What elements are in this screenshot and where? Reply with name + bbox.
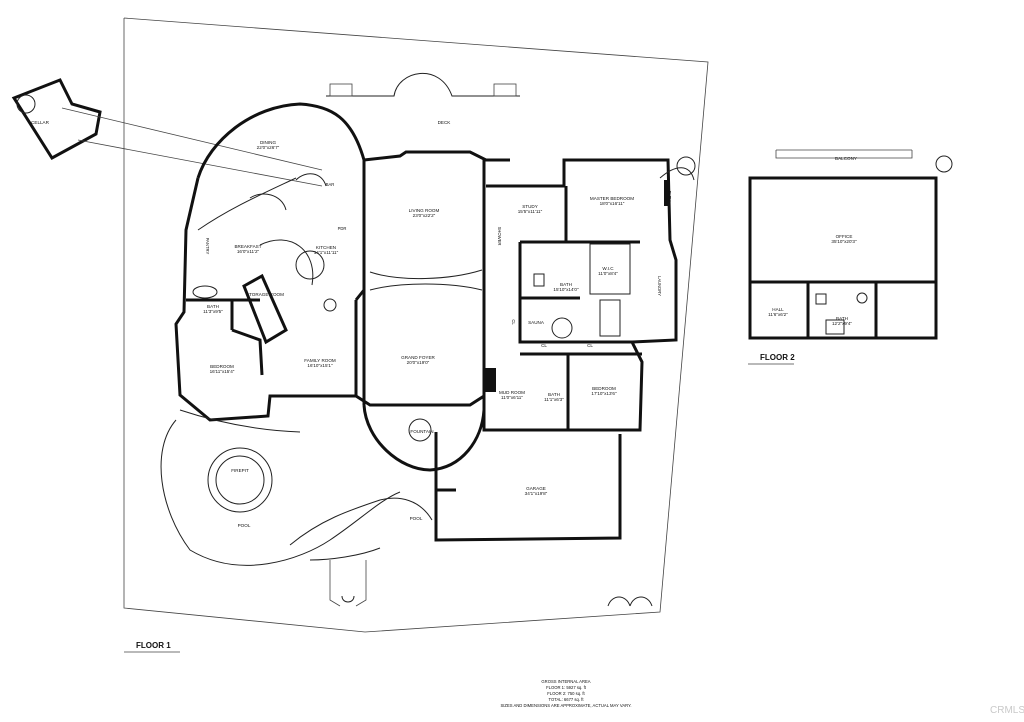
firepit-outer bbox=[207, 447, 273, 513]
room-label-bedroom2: BEDROOM bbox=[592, 386, 616, 391]
room-label-deck: DECK bbox=[438, 120, 452, 125]
svg-text:FLOOR 1: 5927 sq. ft: FLOOR 1: 5927 sq. ft bbox=[546, 685, 587, 690]
room-label-study: STUDY bbox=[522, 204, 538, 209]
room-label-breakfast: BREAKFAST bbox=[234, 244, 261, 249]
room-label-foyer: GRAND FOYER bbox=[401, 355, 435, 360]
svg-text:GROSS INTERNAL AREA: GROSS INTERNAL AREA bbox=[541, 679, 590, 684]
gross-area-note: GROSS INTERNAL AREA FLOOR 1: 5927 sq. ft… bbox=[500, 679, 631, 708]
room-label-storage: STORAGE ROOM bbox=[246, 292, 284, 297]
room-label-living: LIVING ROOM bbox=[409, 208, 440, 213]
dining-inner-arc bbox=[197, 177, 297, 231]
room-label-kitchen: KITCHEN bbox=[316, 245, 336, 250]
room-label-office: OFFICE bbox=[836, 234, 853, 239]
garage-wall bbox=[434, 432, 622, 542]
small-label: PANTRY bbox=[205, 238, 210, 255]
small-label: CL bbox=[511, 319, 516, 325]
cellar-outline bbox=[11, 78, 323, 187]
floor2-title: FLOOR 2 bbox=[760, 353, 795, 362]
deck bbox=[326, 72, 520, 97]
room-label-bath: BATH bbox=[836, 316, 848, 321]
room-label-bath1: BATH bbox=[207, 304, 219, 309]
pool-area bbox=[160, 419, 401, 566]
room-dim-bath1: 11'3"x9'5" bbox=[203, 309, 223, 314]
room-dim-bath: 12'2"x9'4" bbox=[832, 321, 852, 326]
room-dim-dining: 22'0"x26'7" bbox=[257, 145, 280, 150]
room-label-firepit: FIREPIT bbox=[231, 468, 249, 473]
floor1-title: FLOOR 1 bbox=[136, 641, 171, 650]
lower-pool bbox=[289, 497, 433, 546]
room-label-bath2: BATH bbox=[560, 282, 572, 287]
svg-text:SIZES AND DIMENSIONS ARE APPRO: SIZES AND DIMENSIONS ARE APPROXIMATE, AC… bbox=[500, 703, 631, 708]
room-dim-mud: 11'0"x6'11" bbox=[501, 395, 523, 400]
room-label-cl1: CL bbox=[541, 343, 547, 348]
room-dim-bath2: 15'10"x14'0" bbox=[553, 287, 579, 292]
front-gate bbox=[607, 596, 653, 607]
room-dim-master: 18'0"x16'11" bbox=[600, 201, 625, 206]
room-label-cl2: CL bbox=[587, 343, 593, 348]
spiral-stair-master bbox=[676, 156, 696, 176]
fountain-court bbox=[362, 404, 486, 472]
room-dim-office: 35'10"x20'3" bbox=[831, 239, 857, 244]
room-label-bath3: BATH bbox=[548, 392, 560, 397]
central-wall bbox=[354, 160, 366, 301]
dining-wall bbox=[196, 102, 366, 179]
room-label-sauna: SAUNA bbox=[528, 320, 545, 325]
firepit-inner bbox=[215, 455, 265, 505]
room-label-bedroom1: BEDROOM bbox=[210, 364, 234, 369]
room-label-garage: GARAGE bbox=[526, 486, 546, 491]
room-label-pool2: POOL bbox=[410, 516, 423, 521]
room-dim-bedroom2: 17'10"x13'6" bbox=[591, 391, 617, 396]
room-label-hall: HALL bbox=[772, 307, 784, 312]
west-wing-wall bbox=[174, 177, 358, 422]
room-dim-kitchen: 14'1"x11'11" bbox=[314, 250, 339, 255]
room-dim-hall: 11'6"x6'2" bbox=[768, 312, 788, 317]
room-dim-wic: 11'0"x8'4" bbox=[598, 271, 618, 276]
room-dim-living: 23'0"x22'2" bbox=[413, 213, 436, 218]
room-dim-bedroom1: 16'11"x15'4" bbox=[210, 369, 235, 374]
small-label: PDR bbox=[338, 226, 347, 231]
small-label: BAR bbox=[326, 182, 335, 187]
room-label-family: FAMILY ROOM bbox=[304, 358, 336, 363]
room-label-pool: POOL bbox=[238, 523, 251, 528]
storage-room bbox=[242, 273, 288, 345]
floor2-plan bbox=[748, 149, 953, 340]
small-label: LAUNDRY bbox=[657, 276, 662, 296]
small-label: SHOWER bbox=[497, 227, 502, 246]
room-dim-study: 15'5"x11'11" bbox=[518, 209, 543, 214]
study-master-wall bbox=[486, 158, 678, 344]
room-label-fountain: FOUNTAIN bbox=[410, 429, 433, 434]
room-label-cellar: CELLAR bbox=[31, 120, 50, 125]
room-dim-bath3: 11'1"x6'3" bbox=[544, 397, 564, 402]
small-label: ELEV bbox=[667, 191, 672, 202]
room-dim-foyer: 20'0"x19'0" bbox=[407, 360, 430, 365]
room-dim-garage: 34'1"x19'8" bbox=[525, 491, 548, 496]
room-dim-breakfast: 16'0"x11'2" bbox=[237, 249, 260, 254]
lot-boundary bbox=[123, 17, 709, 633]
room-label-wic: W.I.C bbox=[602, 266, 614, 271]
room-label-balcony: BALCONY bbox=[835, 156, 857, 161]
room-label-dining: DINING bbox=[260, 140, 277, 145]
room-dim-family: 16'10"x15'1" bbox=[307, 363, 333, 368]
svg-text:TOTAL: 6677 sq. ft: TOTAL: 6677 sq. ft bbox=[549, 697, 585, 702]
svg-text:FLOOR 2: 750 sq. ft: FLOOR 2: 750 sq. ft bbox=[547, 691, 585, 696]
watermark: CRMLS bbox=[990, 705, 1024, 716]
room-label-mud: MUD ROOM bbox=[499, 390, 525, 395]
room-label-master: MASTER BEDROOM bbox=[590, 196, 634, 201]
